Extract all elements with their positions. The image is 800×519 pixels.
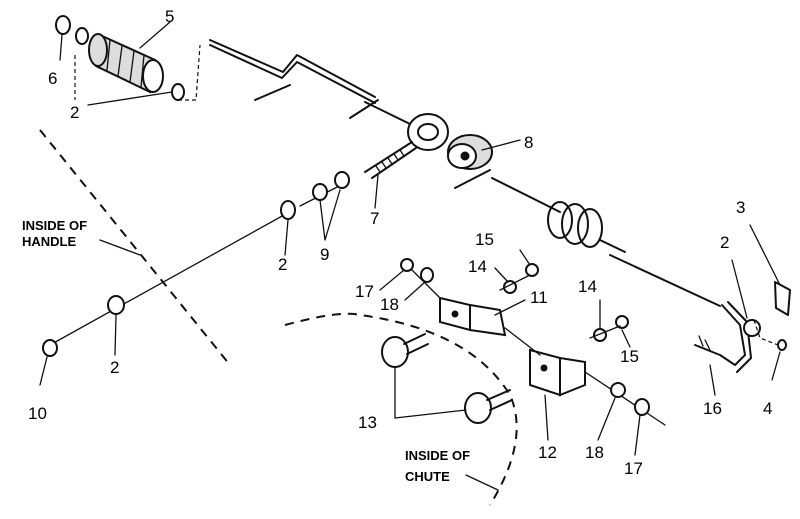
part-11-bracket — [439, 296, 507, 337]
part-2-washer-left — [107, 295, 125, 315]
callout-17-bottom: 17 — [624, 459, 643, 478]
callout-14-right: 14 — [578, 277, 597, 296]
part-13-knob-upper — [381, 333, 429, 368]
part-8-pulley — [447, 134, 493, 170]
note-handle-line1: INSIDE OF — [22, 218, 87, 233]
part-18-washer-bottom — [610, 382, 626, 398]
spring-coil — [547, 201, 626, 253]
callout-10: 10 — [28, 404, 47, 423]
part-15-bolt-right — [615, 315, 629, 329]
callout-14-top: 14 — [468, 257, 487, 276]
part-17-nut-bottom — [634, 398, 650, 416]
callout-15-top: 15 — [475, 230, 494, 249]
part-18-washer-top — [420, 267, 434, 283]
callout-2-top: 2 — [70, 103, 79, 122]
left-axis-line — [49, 209, 294, 346]
part-4-pin — [777, 339, 787, 351]
crank-rod — [209, 39, 411, 125]
callout-2-mid: 2 — [278, 255, 287, 274]
right-leader-dashes — [753, 319, 779, 346]
bolt-axis-lines — [499, 274, 621, 339]
callout-18-bottom: 18 — [585, 443, 604, 462]
bracket-axis-lines — [409, 267, 666, 426]
callout-11: 11 — [530, 288, 548, 307]
shaft-segment — [491, 177, 561, 213]
handle-boundary-line — [39, 129, 231, 366]
note-chute-line2: CHUTE — [405, 469, 450, 484]
note-handle-line2: HANDLE — [22, 234, 76, 249]
callout-2-left: 2 — [110, 358, 119, 377]
part-12-bracket — [529, 348, 586, 397]
part-14-washer-right — [593, 328, 607, 342]
chute-boundary-line — [284, 312, 518, 506]
callout-3: 3 — [736, 198, 745, 217]
part-7-eyebolt — [364, 113, 449, 179]
part-2-washer-mid — [280, 200, 296, 220]
note-chute-line1: INSIDE OF — [405, 448, 470, 463]
callout-12: 12 — [538, 443, 557, 462]
long-rod — [609, 254, 721, 307]
grip-leader-dashes — [74, 44, 201, 101]
part-2-washer-right — [743, 319, 761, 337]
callout-4: 4 — [763, 399, 772, 418]
part-17-nut-top — [400, 258, 414, 272]
callout-7: 7 — [370, 209, 379, 228]
callout-18-top: 18 — [380, 295, 399, 314]
part-5-grip — [55, 15, 185, 101]
part-3-clip — [774, 281, 791, 316]
callout-8: 8 — [524, 133, 533, 152]
part-10-nut — [42, 339, 58, 357]
callout-2-right: 2 — [720, 233, 729, 252]
callout-6: 6 — [48, 69, 57, 88]
callout-16: 16 — [703, 399, 722, 418]
part-9-nut-a — [312, 183, 328, 201]
callout-13: 13 — [358, 413, 377, 432]
leader-lines — [39, 21, 781, 491]
callout-9: 9 — [320, 245, 329, 264]
part-13-knob-lower — [464, 389, 513, 424]
callout-17-top: 17 — [355, 282, 374, 301]
callout-15-right: 15 — [620, 347, 639, 366]
part-9-nut-b — [334, 171, 350, 189]
callout-5: 5 — [165, 7, 174, 26]
shaft-break-mark — [454, 169, 491, 189]
part-15-bolt-top — [525, 263, 539, 277]
part-16-bent-link — [694, 301, 752, 373]
